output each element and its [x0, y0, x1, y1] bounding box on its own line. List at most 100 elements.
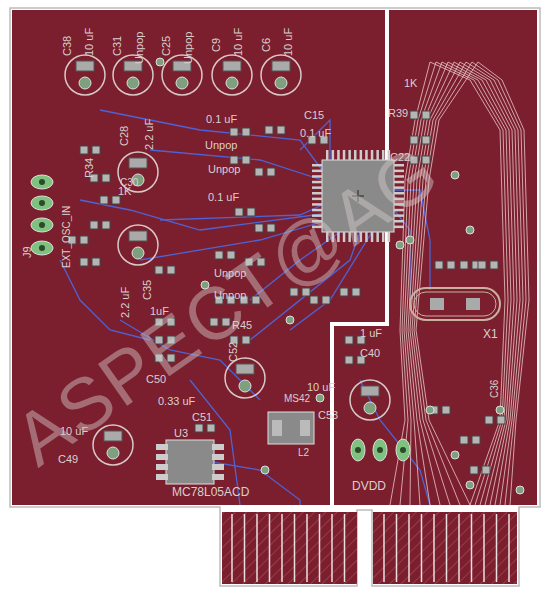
smd-pads [100, 196, 120, 204]
silkscreen-label: R39 [388, 108, 408, 119]
silkscreen-label: C35 [142, 280, 153, 300]
trace [100, 110, 322, 170]
silkscreen-label: C28 [119, 126, 130, 146]
electrolytic-cap [162, 55, 202, 95]
trace [436, 62, 508, 505]
smd-pads [80, 146, 100, 154]
silkscreen-label: C31 [112, 36, 123, 56]
smd-pads [310, 296, 330, 304]
via [451, 171, 459, 179]
silkscreen-label: Unpop [183, 32, 194, 64]
trace [478, 62, 529, 505]
crystal [410, 288, 500, 320]
silkscreen-label: C40 [360, 348, 380, 359]
regulator-u3 [156, 440, 224, 484]
trace [404, 62, 442, 505]
silkscreen-label: DVDD [352, 480, 386, 492]
silkscreen-label: 0.1 uF [208, 192, 239, 203]
silkscreen-label: Unpop [208, 164, 240, 175]
trace [200, 460, 300, 505]
via [466, 226, 474, 234]
finger-gap [421, 514, 423, 582]
trace [442, 62, 511, 505]
via [466, 481, 474, 489]
silkscreen-label: U3 [174, 428, 188, 439]
silkscreen-label: C15 [304, 110, 324, 121]
finger-gap [331, 514, 333, 582]
smd-pads [195, 424, 215, 432]
smd-pads [410, 111, 430, 119]
finger-gap [306, 514, 308, 582]
finger-gap [269, 514, 271, 582]
via [156, 58, 164, 66]
silkscreen-label: 1 uF [360, 328, 382, 339]
silkscreen-label: Unpop [134, 32, 145, 64]
silkscreen-label: C6 [261, 38, 272, 52]
electrolytic-cap [65, 55, 105, 95]
trace [416, 62, 478, 505]
finger-gap [471, 514, 473, 582]
finger-gap [256, 514, 258, 582]
finger-gap [446, 514, 448, 582]
silkscreen-label: 0.1 uF [206, 114, 237, 125]
trace [454, 62, 517, 505]
via [451, 451, 459, 459]
inductor-l2 [268, 412, 314, 444]
finger-gap [383, 514, 385, 582]
via [516, 486, 524, 494]
electrolytic-cap [118, 225, 158, 265]
silkscreen-label: MC78L05ACD [172, 486, 249, 498]
silkscreen-label: Unpop [205, 140, 237, 151]
via [396, 241, 404, 249]
silkscreen-label: C9 [211, 38, 222, 52]
silkscreen-label: EXT_OSC_IN [62, 206, 72, 268]
silkscreen-label: 10 uF [283, 28, 294, 56]
smd-pads [340, 288, 360, 296]
finger-gap [508, 514, 510, 582]
trace [300, 120, 330, 160]
silkscreen-label: J9 [22, 246, 33, 258]
via [496, 406, 504, 414]
edge-fingers [373, 512, 517, 584]
electrolytic-cap [261, 55, 301, 95]
smd-pads [230, 128, 250, 136]
silkscreen-label: X1 [483, 328, 498, 340]
silkscreen-label: L2 [298, 448, 309, 458]
finger-gap [483, 514, 485, 582]
silkscreen-label: 10 uF [233, 28, 244, 56]
trace [460, 62, 520, 505]
edge-fingers [222, 512, 357, 584]
silkscreen-label: 10 uF [307, 382, 335, 393]
smd-pads [485, 416, 505, 424]
trace [406, 62, 448, 505]
electrolytic-cap [225, 358, 265, 398]
silkscreen-label: C38 [62, 36, 73, 56]
watermark: ASPECT@AG [3, 133, 452, 478]
silkscreen-label: C53 [318, 410, 338, 421]
silkscreen-label: MS42 [284, 394, 310, 404]
silkscreen-label: C51 [192, 412, 212, 423]
smd-pads [80, 258, 100, 266]
finger-gap [433, 514, 435, 582]
trace [430, 62, 505, 505]
via [316, 394, 324, 402]
silkscreen-label: 2.2 uF [120, 287, 131, 318]
finger-gap [496, 514, 498, 582]
silkscreen-label: 0.1 uF [300, 128, 331, 139]
silkscreen-label: 10 uF [84, 28, 95, 56]
smd-pads [255, 168, 275, 176]
finger-gap [281, 514, 283, 582]
finger-gap [231, 514, 233, 582]
via [426, 406, 434, 414]
silkscreen-label: R34 [84, 158, 95, 178]
finger-gap [408, 514, 410, 582]
silkscreen-label: 0.33 uF [158, 396, 195, 407]
finger-gap [458, 514, 460, 582]
smd-pads [470, 466, 490, 474]
smd-pads [90, 221, 110, 229]
silkscreen-label: C25 [161, 36, 172, 56]
copper-pour [334, 10, 537, 505]
silkscreen-label: C30 [120, 178, 138, 188]
finger-gap [396, 514, 398, 582]
smd-pads [230, 156, 250, 164]
